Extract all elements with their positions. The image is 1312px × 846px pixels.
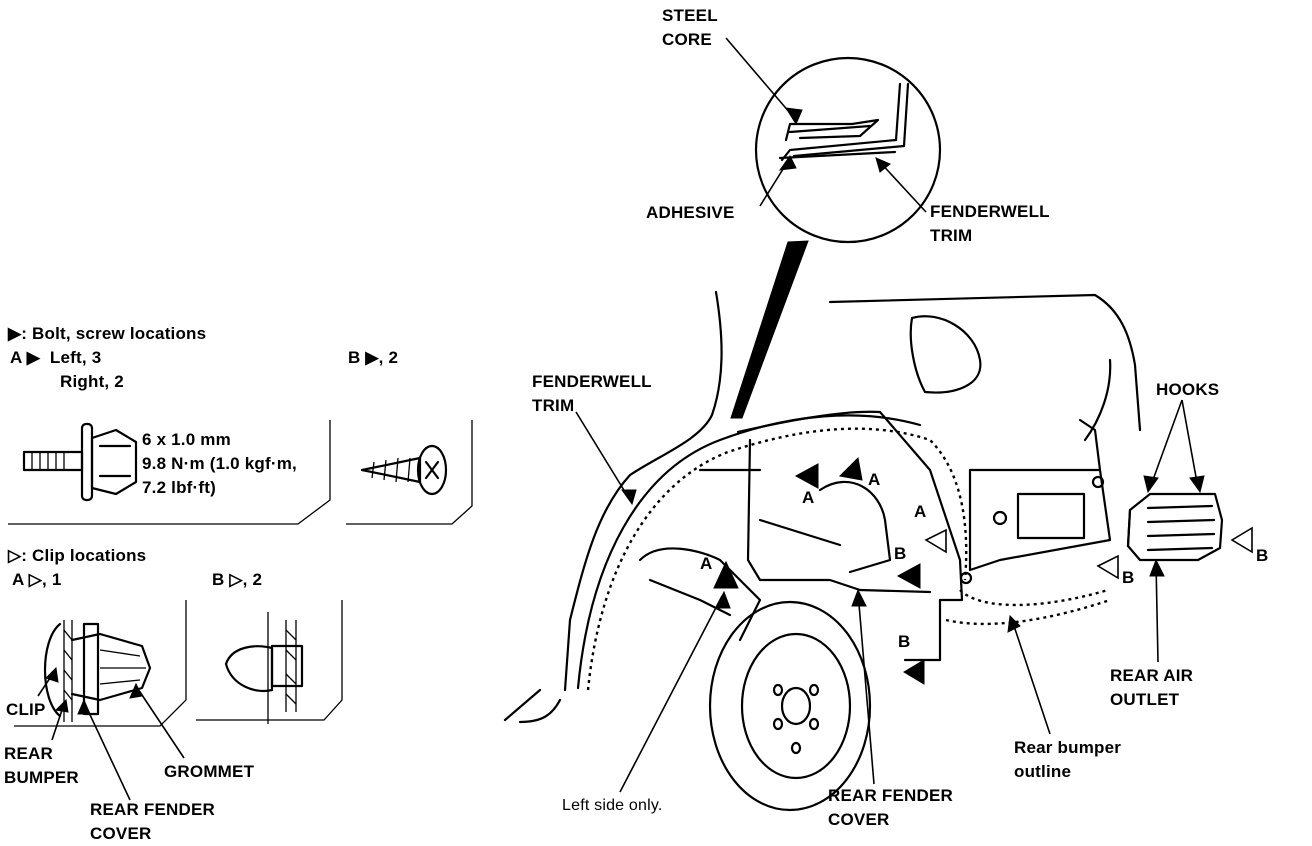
rear-fender-cover-detail-label: REAR FENDER COVER: [90, 800, 215, 843]
marker-a-1: A: [802, 488, 815, 507]
brake-disc: [708, 600, 872, 812]
steel-core-detail: [730, 56, 942, 419]
leader-lines: [575, 37, 1205, 793]
marker-b-3: B: [1122, 568, 1135, 587]
marker-b-2: B: [898, 632, 911, 651]
hooks-label: HOOKS: [1156, 380, 1220, 399]
clip-a-drawing: [44, 620, 152, 722]
marker-b-4: B: [1256, 546, 1269, 565]
bolt-spec: 6 x 1.0 mm 9.8 N·m (1.0 kgf·m, 7.2 lbf·f…: [142, 430, 297, 497]
clip-legend-b: B ▷, 2: [212, 570, 263, 589]
tapping-screw: [360, 444, 448, 496]
clip-label: CLIP: [6, 700, 46, 719]
marker-a-2: A: [868, 470, 881, 489]
marker-b-1: B: [894, 544, 907, 563]
bolt-legend-a: A ▶ Left, 3: [10, 348, 102, 367]
flange-bolt: [22, 422, 138, 502]
location-markers: [713, 456, 1253, 685]
rear-fender-cover: [698, 410, 1112, 662]
suspension-parts: [638, 547, 762, 642]
bolt-legend-a-right: Right, 2: [60, 372, 124, 391]
legend-panels: [8, 420, 473, 727]
fenderwell-trim-left-label: FENDERWELL TRIM: [532, 372, 652, 415]
rear-bumper-outline-label: Rear bumper outline: [1014, 738, 1122, 781]
fenderwell-trim-top-label: FENDERWELL TRIM: [930, 202, 1050, 245]
clip-b-drawing: [224, 612, 304, 724]
clip-legend-heading: ▷: Clip locations: [8, 546, 147, 565]
marker-a-3: A: [914, 502, 927, 521]
grommet-label: GROMMET: [164, 762, 255, 781]
steel-core-label: STEEL CORE: [662, 6, 718, 49]
body-outline: [503, 290, 1142, 724]
fenderwell-trim: [576, 414, 1111, 691]
rear-bumper-label: REAR BUMPER: [4, 744, 79, 787]
adhesive-label: ADHESIVE: [646, 203, 735, 222]
detail-leaders: [37, 666, 185, 801]
rear-air-outlet: [1126, 492, 1224, 562]
left-side-only-label: Left side only.: [562, 797, 663, 814]
clip-legend-a: A ▷, 1: [12, 570, 62, 589]
bolt-legend-heading: ▶: Bolt, screw locations: [8, 324, 207, 343]
marker-a-4: A: [700, 554, 713, 573]
rear-air-outlet-label: REAR AIR OUTLET: [1110, 666, 1194, 709]
rear-fender-cover-label: REAR FENDER COVER: [828, 786, 953, 829]
bolt-legend-b: B ▶, 2: [348, 348, 399, 367]
